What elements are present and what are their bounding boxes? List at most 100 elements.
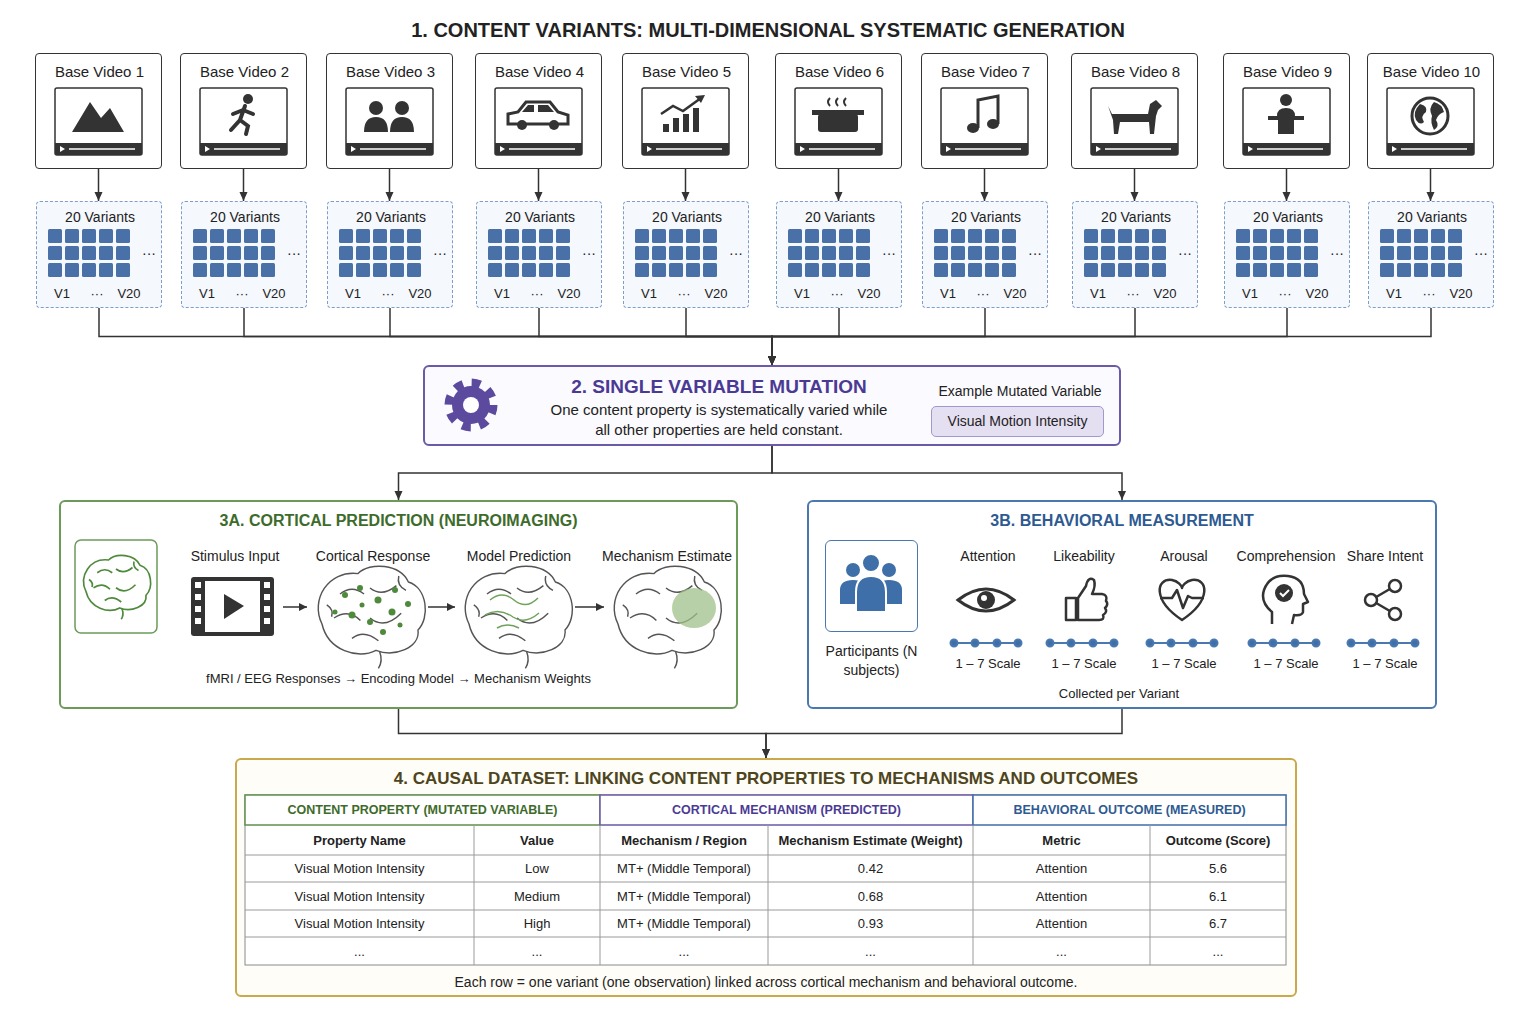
video-box: Base Video 2 <box>180 53 307 169</box>
gear-icon <box>449 383 493 427</box>
node-text: ··· <box>282 244 306 262</box>
node-text: V20 <box>404 286 436 303</box>
variant-grid <box>1236 229 1318 277</box>
node-text: V20 <box>1445 286 1477 303</box>
connector-arrow <box>686 308 772 365</box>
connector-arrow <box>772 308 1431 365</box>
variant-grid <box>1380 229 1462 277</box>
variant-box: 20 Variants···V1···V20 <box>1072 201 1198 308</box>
variant-box: 20 Variants···V1···V20 <box>327 201 453 308</box>
rating-slider <box>1211 640 1218 647</box>
variant-grid <box>488 229 570 277</box>
content-icon <box>663 124 669 132</box>
video-screen <box>55 88 142 155</box>
neuro-icons <box>672 588 716 628</box>
video-screen <box>495 88 582 155</box>
node-text: Visual Motion Intensity <box>932 412 1103 430</box>
rating-slider <box>1412 640 1419 647</box>
node-text: V20 <box>999 286 1031 303</box>
rating-slider <box>1348 640 1355 647</box>
variant-grid <box>48 229 130 277</box>
rating-slider <box>1351 642 1415 644</box>
variant-box: 20 Variants···V1···V20 <box>623 201 749 308</box>
neuro-icons <box>264 594 270 600</box>
content-icon <box>818 114 858 132</box>
behavior-icons <box>977 591 995 609</box>
node-text: V20 <box>1301 286 1333 303</box>
content-icon <box>522 105 554 112</box>
connector-arrow <box>389 169 391 201</box>
node-text: ··· <box>83 286 111 303</box>
rating-slider <box>954 642 1018 644</box>
node-text: ··· <box>428 244 452 262</box>
rating-slider <box>951 640 958 647</box>
node-text: V1 <box>788 286 816 303</box>
dataset-box: 4. CAUSAL DATASET: LINKING CONTENT PROPE… <box>235 758 1297 997</box>
node-text: Base Video 8 <box>1072 62 1199 82</box>
node-text: fMRI / EEG Responses → Encoding Model → … <box>81 671 716 688</box>
neuro-icons <box>318 566 425 668</box>
node-text: 20 Variants <box>328 208 454 226</box>
node-text: ··· <box>724 244 748 262</box>
connector-arrow <box>243 169 245 201</box>
neuro-icons <box>575 606 604 608</box>
variant-box: 20 Variants···V1···V20 <box>181 201 307 308</box>
node-text: 20 Variants <box>777 208 903 226</box>
content-icon <box>1108 100 1162 134</box>
connector-arrow <box>984 169 986 201</box>
neuro-icons <box>398 623 403 628</box>
variant-grid <box>339 229 421 277</box>
behavior-icons <box>1365 594 1377 606</box>
node-text: Comprehension <box>1231 547 1341 565</box>
node-text: V1 <box>1380 286 1408 303</box>
variant-grid <box>788 229 870 277</box>
node-text: 3A. CORTICAL PREDICTION (NEUROIMAGING) <box>61 511 736 532</box>
node-text: 20 Variants <box>477 208 603 226</box>
node-text: V1 <box>1084 286 1112 303</box>
node-text: 1 – 7 Scale <box>1034 656 1134 673</box>
video-screen <box>642 88 729 155</box>
neuro-icons <box>392 587 398 593</box>
node-text: ··· <box>1271 286 1299 303</box>
data-table <box>474 825 475 965</box>
neuro-icons <box>205 581 260 632</box>
connector-arrow <box>399 709 767 758</box>
variant-grid <box>193 229 275 277</box>
behavior-icons <box>1078 579 1107 620</box>
connector-arrow <box>1286 169 1288 201</box>
variant-grid <box>1084 229 1166 277</box>
video-screen <box>1243 88 1330 155</box>
node-text: V1 <box>934 286 962 303</box>
rating-slider <box>1050 642 1114 644</box>
neuro-icons <box>75 540 721 668</box>
content-icon <box>661 95 705 132</box>
content-icon <box>508 102 568 130</box>
node-text: ··· <box>577 244 601 262</box>
content-icon <box>1412 98 1448 134</box>
diagram-title: 1. CONTENT VARIANTS: MULTI-DIMENSIONAL S… <box>0 19 1536 42</box>
video-box: Base Video 4 <box>475 53 602 169</box>
behavior-icons <box>1160 580 1205 620</box>
behavior-icons <box>1389 580 1401 592</box>
content-icon <box>231 106 253 134</box>
neuro-icons <box>465 566 572 668</box>
rating-slider <box>1047 640 1054 647</box>
neuro-icons <box>360 603 365 608</box>
video-screen <box>346 88 433 155</box>
neuro-icons <box>357 585 363 591</box>
content-icon <box>673 118 679 132</box>
connector-arrow <box>244 308 772 365</box>
content-icon <box>549 120 559 130</box>
variant-box: 20 Variants···V1···V20 <box>1368 201 1494 308</box>
node-text: 1 – 7 Scale <box>1134 656 1234 673</box>
gear-icon <box>449 383 493 427</box>
neuro-icons <box>75 540 157 633</box>
node-text: 1 – 7 Scale <box>938 656 1038 673</box>
content-icon <box>395 101 409 115</box>
variant-box: 20 Variants···V1···V20 <box>776 201 902 308</box>
connector-arrow <box>1430 169 1432 201</box>
connector-arrow <box>390 308 772 365</box>
node-text: V1 <box>48 286 76 303</box>
rating-slider <box>1249 640 1256 647</box>
